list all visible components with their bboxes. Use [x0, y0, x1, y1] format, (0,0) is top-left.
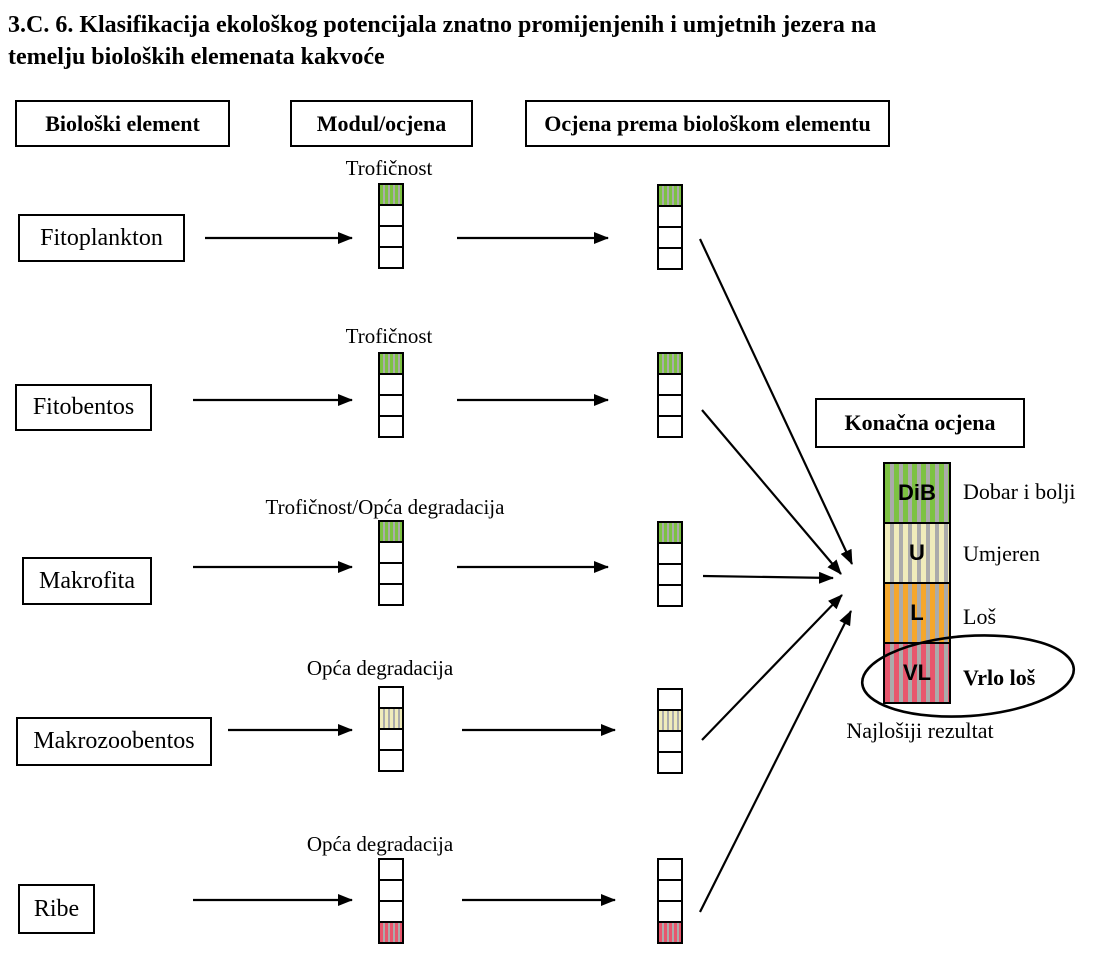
stack-cell	[378, 686, 404, 709]
stack-cell	[657, 394, 683, 417]
module-label: Trofičnost	[345, 324, 433, 348]
final-cell-l: L	[883, 582, 951, 644]
stack-cell	[657, 730, 683, 753]
assessment-stack	[657, 352, 683, 438]
header-biological-element: Biološki element	[15, 100, 230, 147]
class-code-u: U	[909, 540, 925, 565]
stack-cell	[657, 352, 683, 375]
stack-cell	[378, 204, 404, 227]
element-box-makrofita: Makrofita	[22, 557, 152, 605]
stack-cell	[378, 562, 404, 585]
final-cell-vl: VL	[883, 642, 951, 704]
element-box-fitobentos: Fitobentos	[15, 384, 152, 431]
page-title-line2: temelju bioloških elemenata kakvoće	[8, 43, 385, 70]
stack-cell	[378, 858, 404, 881]
stack-cell	[657, 563, 683, 586]
stack-cell	[378, 415, 404, 438]
element-box-makrozoobentos: Makrozoobentos	[16, 717, 212, 766]
stack-cell	[657, 205, 683, 228]
class-code-vl: VL	[902, 660, 932, 685]
assessment-stack	[657, 688, 683, 774]
stack-cell	[378, 749, 404, 772]
stack-cell	[378, 541, 404, 564]
module-stack	[378, 520, 404, 606]
assessment-stack	[657, 521, 683, 607]
stack-cell	[657, 226, 683, 249]
assessment-stack	[657, 184, 683, 270]
class-code-dib: DiB	[898, 480, 936, 505]
stack-cell	[378, 583, 404, 606]
header-final-assessment: Konačna ocjena	[815, 398, 1025, 448]
assessment-stack	[657, 858, 683, 944]
stack-cell	[657, 542, 683, 565]
stack-cell	[378, 225, 404, 248]
stack-cell	[657, 247, 683, 270]
module-stack	[378, 686, 404, 772]
stack-cell	[657, 900, 683, 923]
arrow-to-final	[701, 594, 843, 741]
module-label: Trofičnost	[345, 156, 433, 180]
module-label: Opća degradacija	[306, 832, 454, 856]
stack-cell	[378, 879, 404, 902]
stack-cell	[378, 246, 404, 269]
final-cell-u: U	[883, 522, 951, 584]
arrow-to-final	[699, 610, 852, 913]
stack-cell	[657, 373, 683, 396]
arrow-to-final	[702, 571, 834, 584]
stack-cell	[657, 921, 683, 944]
stack-cell	[378, 900, 404, 923]
module-label: Opća degradacija	[306, 656, 454, 680]
header-element-assessment: Ocjena prema biološkom elementu	[525, 100, 890, 147]
class-label-umjeren: Umjeren	[963, 541, 1040, 566]
module-label: Trofičnost/Opća degradacija	[265, 495, 505, 519]
stack-cell	[378, 728, 404, 751]
stack-cell	[657, 709, 683, 732]
stack-cell	[378, 373, 404, 396]
stack-cell	[657, 858, 683, 881]
final-assessment-stack: DiB U L VL	[883, 462, 951, 704]
module-stack	[378, 352, 404, 438]
stack-cell	[378, 183, 404, 206]
stack-cell	[378, 707, 404, 730]
stack-cell	[378, 520, 404, 543]
module-stack	[378, 183, 404, 269]
stack-cell	[657, 879, 683, 902]
module-stack	[378, 858, 404, 944]
final-cell-dib: DiB	[883, 462, 951, 524]
page-title: 3.C. 6. Klasifikacija ekološkog potencij…	[8, 10, 1078, 73]
class-label-vrlo-los: Vrlo loš	[963, 665, 1036, 690]
stack-cell	[657, 521, 683, 544]
stack-cell	[657, 584, 683, 607]
stack-cell	[657, 751, 683, 774]
class-label-los: Loš	[963, 604, 996, 629]
stack-cell	[378, 921, 404, 944]
stack-cell	[378, 352, 404, 375]
stack-cell	[657, 688, 683, 711]
final-footnote: Najlošiji rezultat	[846, 718, 994, 743]
page-title-line1: 3.C. 6. Klasifikacija ekološkog potencij…	[8, 12, 877, 38]
stack-cell	[657, 415, 683, 438]
element-box-fitoplankton: Fitoplankton	[18, 214, 185, 262]
class-label-dobar-i-bolji: Dobar i bolji	[963, 479, 1076, 504]
header-module-assessment: Modul/ocjena	[290, 100, 473, 147]
stack-cell	[657, 184, 683, 207]
class-code-l: L	[910, 600, 924, 625]
element-box-ribe: Ribe	[18, 884, 95, 934]
stack-cell	[378, 394, 404, 417]
